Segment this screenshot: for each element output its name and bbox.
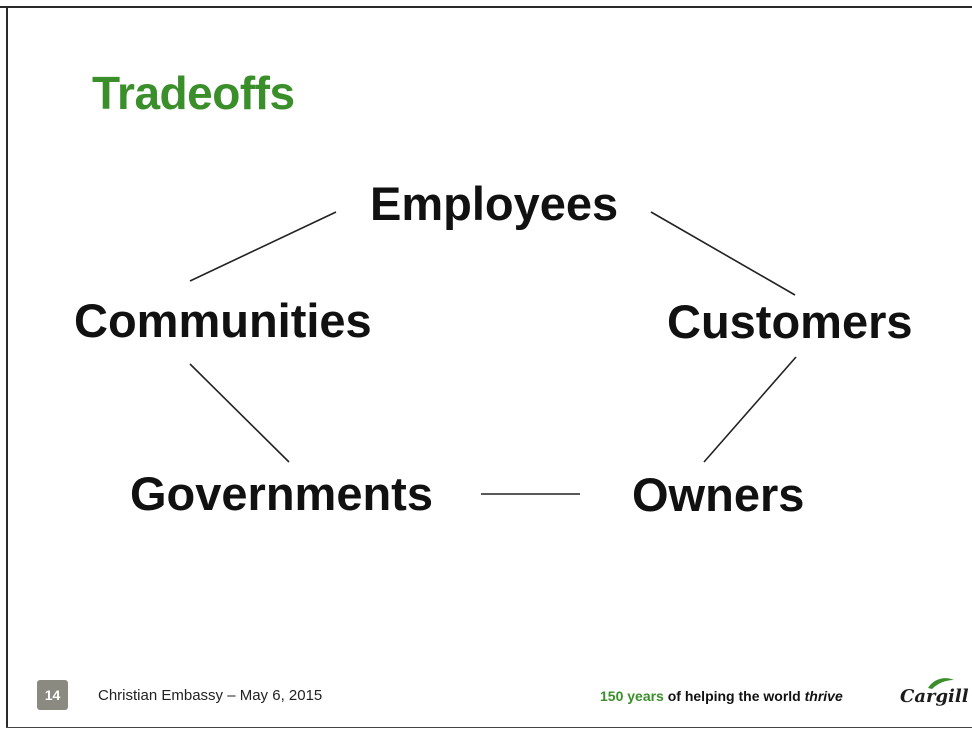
logo-leaf-icon <box>928 678 954 689</box>
slide-border-left <box>6 6 8 728</box>
footer-tagline: 150 years of helping the world thrive <box>600 688 843 704</box>
tagline-thrive: thrive <box>804 688 843 704</box>
connector-employees-communities <box>189 211 337 282</box>
connector-customers-owners <box>703 356 797 463</box>
footer-event-text: Christian Embassy – May 6, 2015 <box>98 687 323 704</box>
slide-border-top <box>0 6 972 8</box>
logo-wordmark: Cargill <box>900 686 969 707</box>
connector-communities-governments <box>189 363 290 463</box>
connector-employees-customers <box>650 211 796 296</box>
node-customers: Customers <box>667 295 913 348</box>
tagline-middle: of helping the world <box>663 688 805 704</box>
node-communities: Communities <box>74 294 372 347</box>
page-number-badge: 14 <box>37 680 68 710</box>
node-governments: Governments <box>130 467 433 520</box>
slide-border-bottom <box>6 727 972 728</box>
node-employees: Employees <box>370 177 619 230</box>
tagline-years: 150 years <box>600 688 664 704</box>
slide-title: Tradeoffs <box>92 67 295 119</box>
node-owners: Owners <box>632 468 805 521</box>
cargill-logo: Cargill <box>900 676 969 712</box>
